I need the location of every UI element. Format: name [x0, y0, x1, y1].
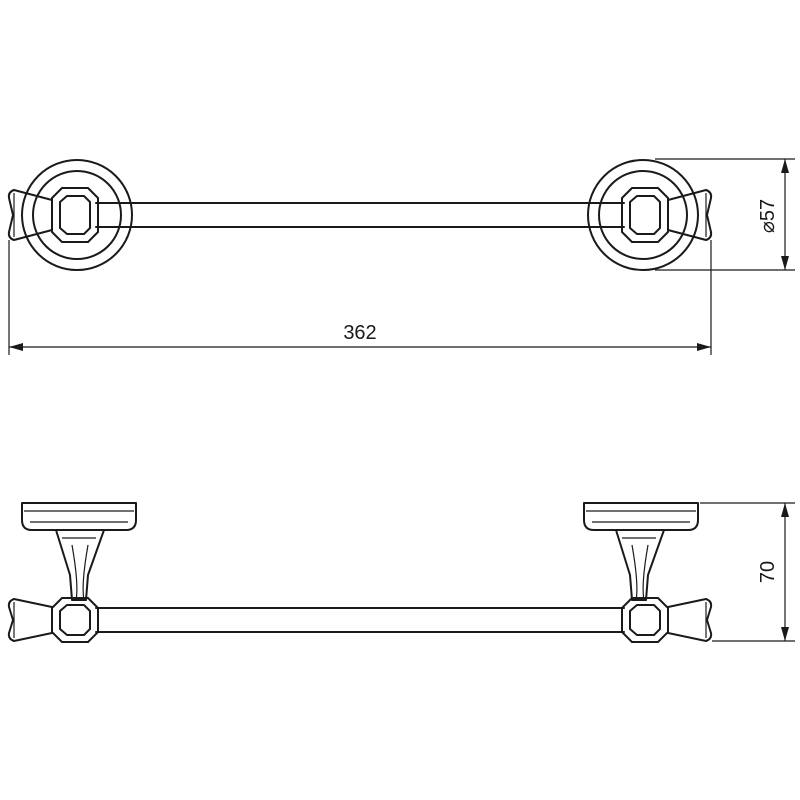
right-connector-side: [621, 597, 669, 643]
left-connector-top: [51, 187, 99, 243]
length-dimension: 362: [8, 240, 712, 355]
diameter-label: ⌀57: [757, 199, 779, 233]
right-end-cap-top: [667, 189, 713, 241]
side-view: 70: [7, 502, 795, 643]
right-wall-plate-side: [583, 502, 699, 531]
right-post-side: [615, 529, 665, 601]
bar-side: [95, 607, 625, 633]
left-end-cap-top: [7, 189, 53, 241]
diameter-dimension: ⌀57: [655, 158, 795, 271]
top-view: ⌀57 362: [7, 158, 795, 355]
left-connector-side: [51, 597, 99, 643]
left-post-side: [55, 529, 105, 601]
bar-top: [95, 202, 625, 228]
depth-dimension: 70: [700, 502, 795, 642]
left-wall-plate-side: [21, 502, 137, 531]
right-rosette-top: [587, 159, 699, 271]
length-label: 362: [343, 322, 376, 344]
right-end-cap-side: [667, 598, 713, 642]
left-end-cap-side: [7, 598, 53, 642]
right-connector-top: [621, 187, 669, 243]
depth-label: 70: [757, 561, 779, 583]
left-rosette-top: [21, 159, 133, 271]
